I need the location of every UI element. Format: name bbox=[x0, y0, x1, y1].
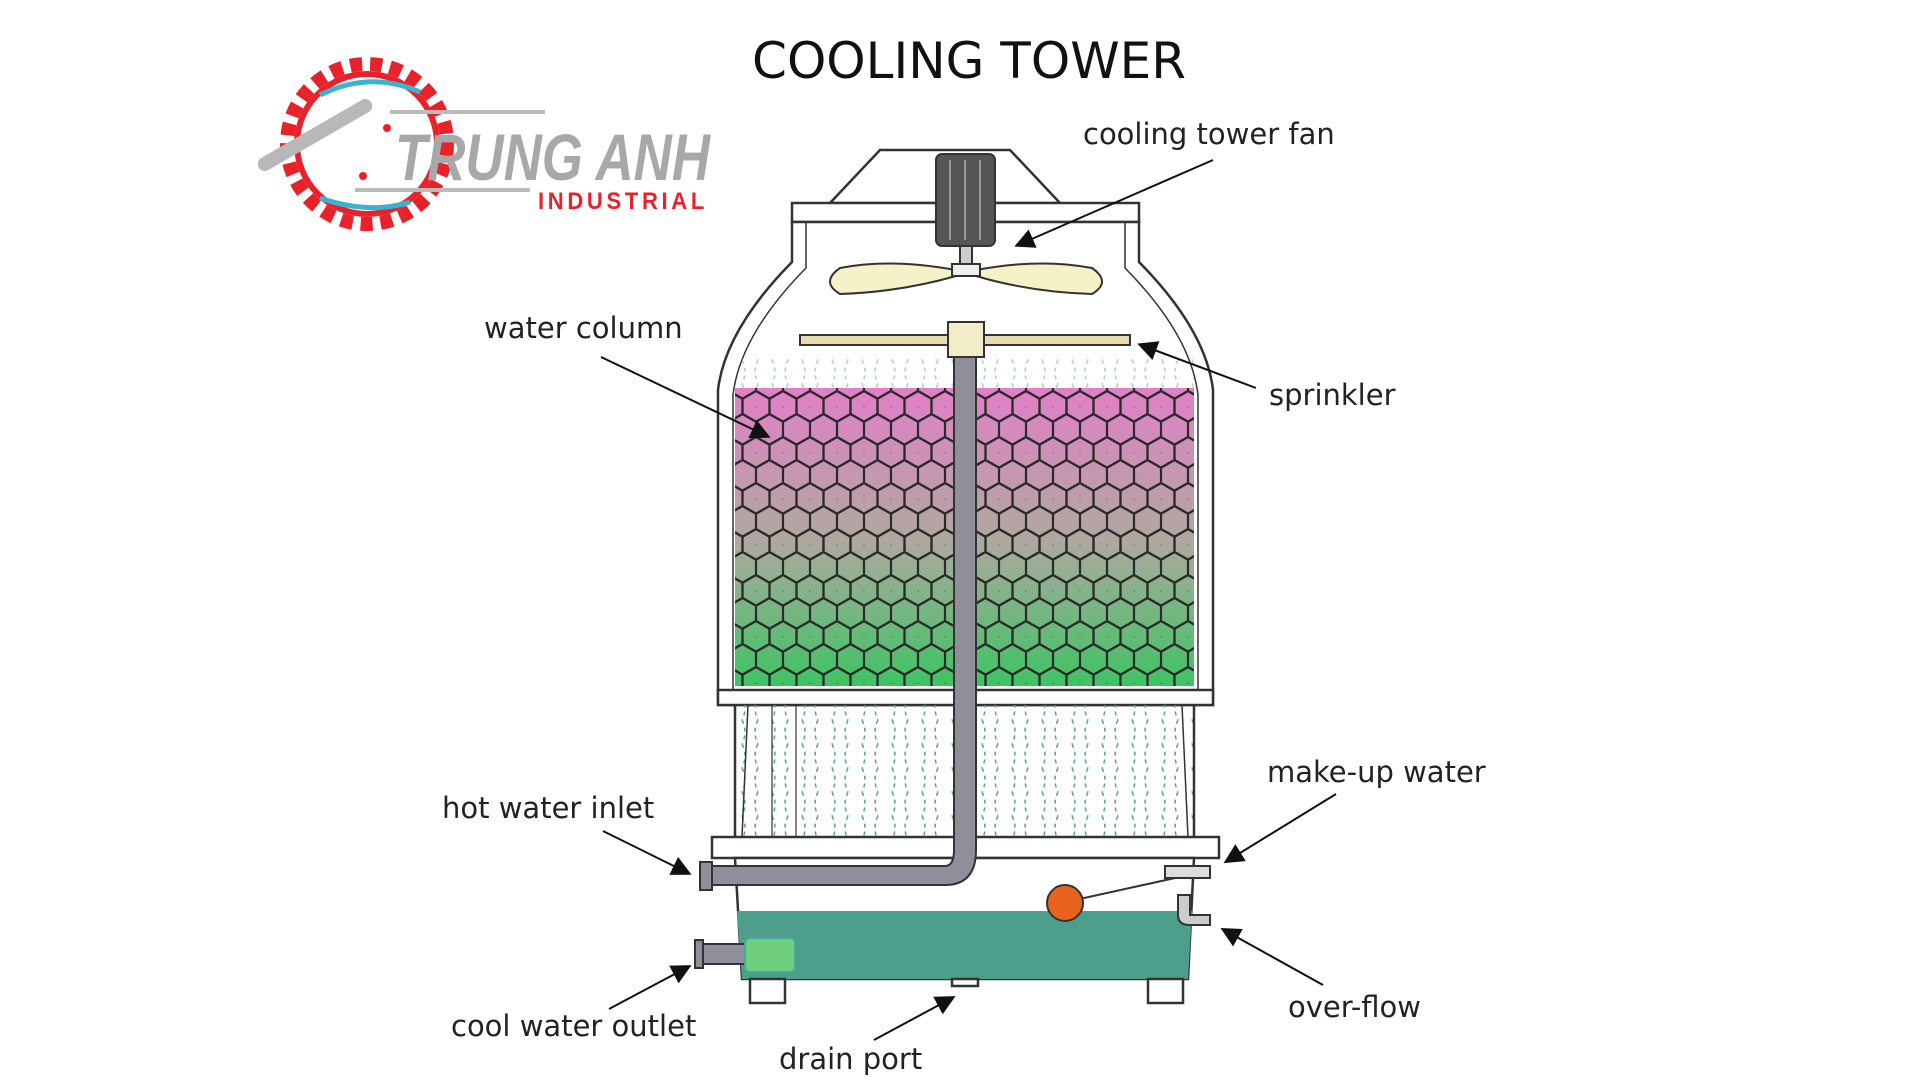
label-cooling-tower-fan: cooling tower fan bbox=[1083, 117, 1335, 151]
callout-arrows bbox=[600, 159, 1337, 1041]
label-hot-water-inlet: hot water inlet bbox=[442, 791, 654, 825]
make-up-float-valve bbox=[1046, 865, 1211, 926]
sprinkler bbox=[799, 321, 1131, 358]
label-drain-port: drain port bbox=[779, 1042, 922, 1076]
label-sprinkler: sprinkler bbox=[1269, 378, 1396, 412]
label-water-column: water column bbox=[484, 311, 683, 345]
svg-text:INDUSTRIAL: INDUSTRIAL bbox=[538, 188, 708, 215]
diagram-title: COOLING TOWER bbox=[752, 32, 1186, 90]
cooling-tower-fan bbox=[829, 153, 1103, 296]
center-pipe bbox=[694, 356, 977, 973]
svg-text:TRUNG ANH: TRUNG ANH bbox=[395, 120, 711, 194]
label-cool-water-outlet: cool water outlet bbox=[451, 1009, 696, 1043]
company-logo: TRUNG ANH INDUSTRIAL bbox=[257, 57, 711, 231]
label-make-up-water: make-up water bbox=[1267, 755, 1486, 789]
label-over-flow: over-flow bbox=[1288, 990, 1421, 1024]
